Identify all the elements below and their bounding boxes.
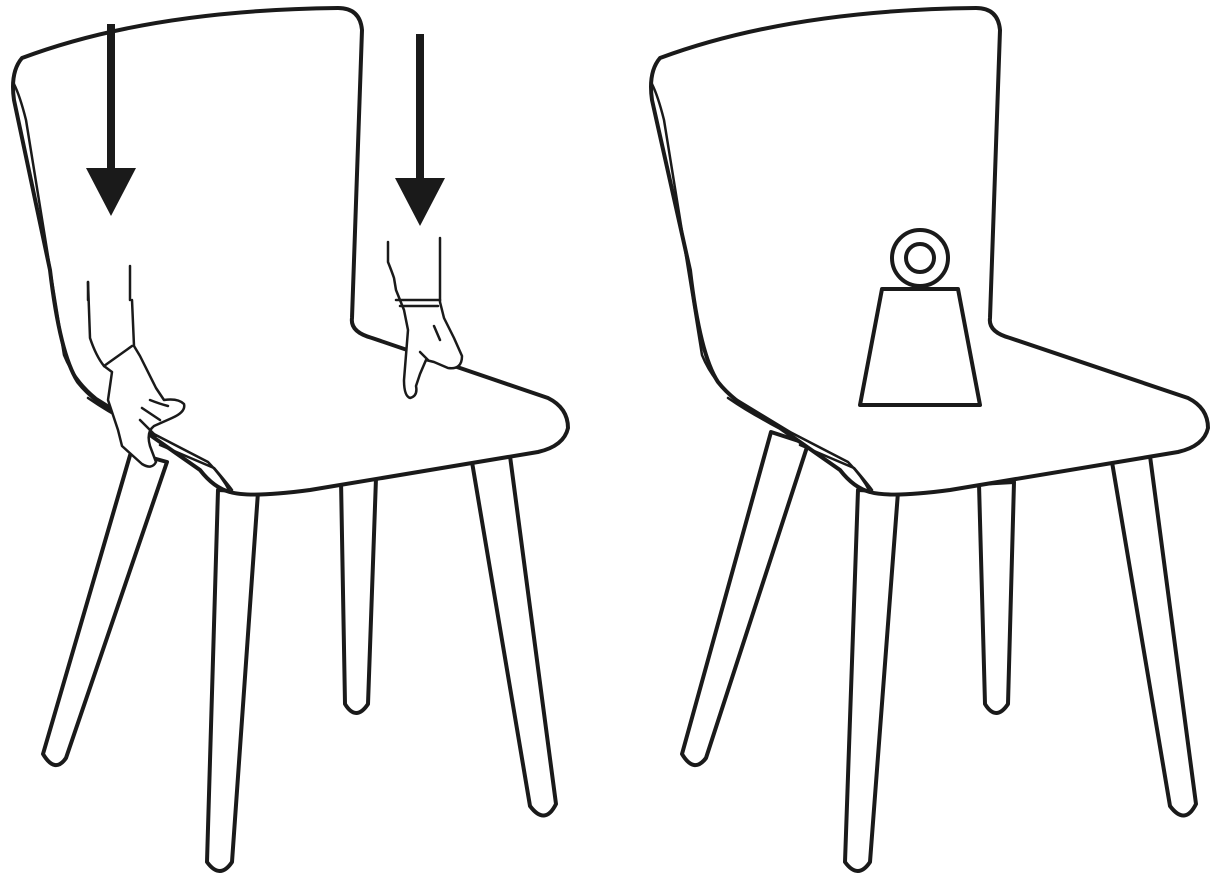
right-hand: [386, 236, 464, 400]
chair-leg-front-center: [843, 488, 900, 873]
chair-leg-front-left: [680, 430, 810, 767]
left-down-arrow: [86, 24, 136, 216]
down-arrow-head: [86, 168, 136, 216]
chair-leg-rear-left: [977, 480, 1016, 715]
weight-icon: [858, 228, 982, 407]
down-arrow-head: [395, 178, 445, 226]
left-hand: [86, 264, 186, 468]
hand-icon: [386, 236, 464, 400]
chair-seat-edge: [726, 396, 874, 492]
chair-leg-rear-right: [1110, 454, 1198, 818]
press-test-panel: [11, 6, 570, 873]
hand-finger-lines: [86, 264, 170, 438]
chair-leg-rear-right: [470, 454, 558, 818]
hand-finger-lines: [394, 298, 442, 362]
weight-ring-inner: [904, 242, 936, 274]
chair-leg-front-center: [205, 488, 260, 873]
chair-leg-rear-left: [339, 476, 378, 715]
right-down-arrow: [395, 34, 445, 226]
chair-leg-front-left: [41, 450, 169, 767]
chair: [649, 6, 1210, 873]
chair: [11, 6, 570, 873]
weight-body: [858, 287, 982, 407]
weight-test-panel: [649, 6, 1210, 873]
chair-backrest: [11, 6, 570, 497]
